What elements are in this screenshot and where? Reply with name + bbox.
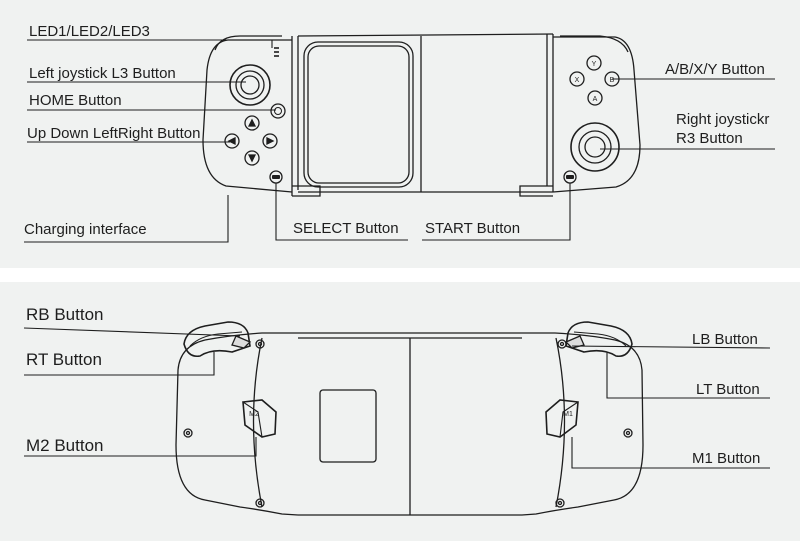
home-button xyxy=(270,103,286,119)
right-joystick xyxy=(570,122,620,172)
y-button-label: Y xyxy=(592,61,597,68)
controller-back-view: M2 M1 xyxy=(175,321,644,516)
right-grip-outline xyxy=(552,36,641,193)
panel-divider xyxy=(0,268,800,282)
rb-button-label: RB Button xyxy=(26,305,104,324)
start-button xyxy=(563,170,577,184)
charging-leader xyxy=(24,195,229,243)
m2-button-label: M2 Button xyxy=(26,436,104,455)
dpad-label: Up Down LeftRight Button xyxy=(27,125,201,142)
face-buttons: Y X B A xyxy=(569,55,620,106)
left-grip-top-edge xyxy=(214,35,282,51)
right-grip-top-edge xyxy=(560,35,629,53)
m1-paddle-mark: M1 xyxy=(563,411,573,418)
back-right-contour xyxy=(555,337,566,508)
a-button xyxy=(587,90,603,106)
clamp-top-edge xyxy=(297,33,554,37)
x-button xyxy=(569,71,585,87)
abxy-button-label: A/B/X/Y Button xyxy=(665,61,765,78)
back-left-contour xyxy=(252,337,263,508)
lb-leader xyxy=(571,345,771,349)
lb-button-label: LB Button xyxy=(692,331,758,348)
back-right-grip xyxy=(521,332,644,516)
lt-leader xyxy=(606,352,770,399)
led-label: LED1/LED2/LED3 xyxy=(29,23,150,40)
rb-rt-shoulder xyxy=(183,321,252,358)
m1-leader xyxy=(571,437,770,469)
lb-lt-shoulder xyxy=(564,321,633,358)
rb-leader xyxy=(23,327,241,337)
left-joystick xyxy=(229,64,271,106)
select-button xyxy=(269,170,283,184)
back-left-grip xyxy=(175,332,299,516)
a-button-label: A xyxy=(593,96,598,103)
select-button-label: SELECT Button xyxy=(293,220,399,237)
left-foot xyxy=(292,185,321,197)
controller-front-view: Y X B A xyxy=(202,33,641,197)
led-indicators xyxy=(274,47,279,57)
x-button-label: X xyxy=(575,77,580,84)
rt-button-label: RT Button xyxy=(26,350,102,369)
phone-window xyxy=(303,41,414,188)
start-leader xyxy=(422,183,571,241)
dpad-buttons xyxy=(224,115,278,166)
back-label-plate xyxy=(319,389,377,463)
top-leader-lines xyxy=(24,39,775,243)
bottom-leader-lines xyxy=(23,327,771,469)
home-button-label: HOME Button xyxy=(29,92,122,109)
rt-leader xyxy=(24,352,215,376)
m1-paddle: M1 xyxy=(545,399,579,438)
phone-window-inner xyxy=(307,45,410,184)
b-button-label: B xyxy=(610,77,615,84)
left-joystick-label: Left joystick L3 Button xyxy=(29,65,176,82)
right-joystick-label-line2: R3 Button xyxy=(676,130,743,147)
select-leader xyxy=(275,183,408,241)
m2-paddle-mark: M2 xyxy=(249,411,259,418)
m1-button-label: M1 Button xyxy=(692,450,761,467)
lt-button-label: LT Button xyxy=(696,381,760,398)
left-grip-outline xyxy=(202,39,293,193)
right-foot xyxy=(519,185,553,197)
m2-leader xyxy=(24,437,257,457)
charging-interface-label: Charging interface xyxy=(24,221,147,238)
start-button-label: START Button xyxy=(425,220,521,237)
y-button xyxy=(586,55,602,71)
m2-paddle: M2 xyxy=(242,399,277,438)
right-joystick-label-line1: Right joystickr xyxy=(676,111,770,128)
led-leader xyxy=(27,39,273,48)
